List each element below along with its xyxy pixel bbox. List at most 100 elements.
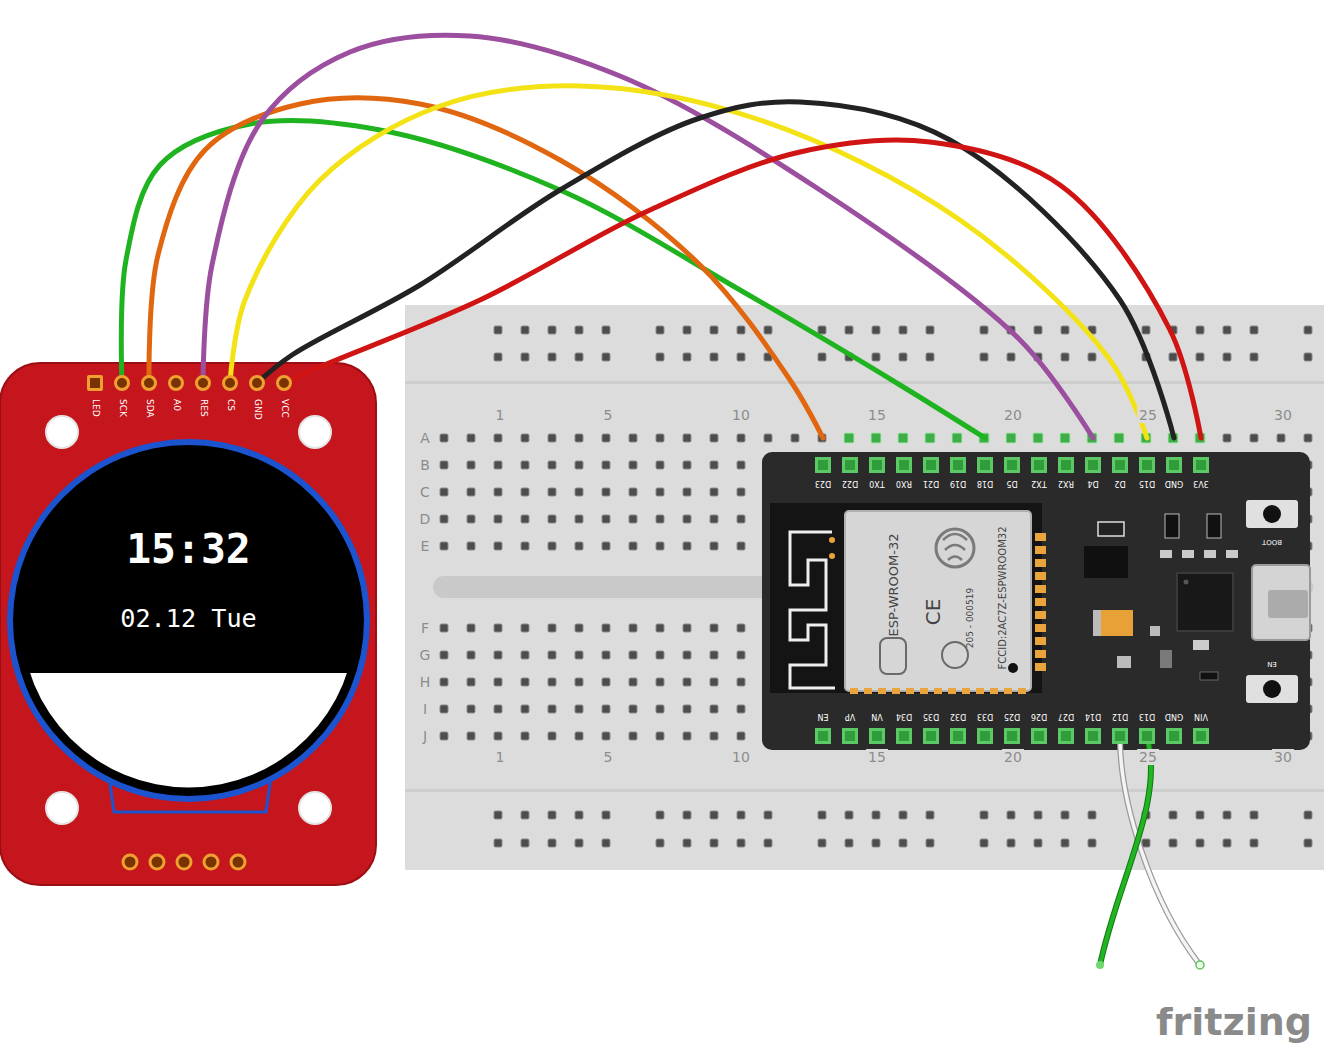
pin-pad (195, 375, 211, 391)
jumper-wire (257, 102, 1174, 438)
usb-chip (1177, 573, 1233, 631)
pin-label: VIN (1188, 712, 1214, 720)
module-pad (906, 688, 914, 694)
breadboard-hole (656, 839, 664, 847)
breadboard-hole (602, 326, 610, 334)
breadboard-hole (683, 732, 691, 740)
breadboard-hole (521, 732, 529, 740)
breadboard-hole (548, 705, 556, 713)
display-pin: A0 (166, 383, 186, 414)
breadboard-hole (656, 705, 664, 713)
breadboard-hole (575, 624, 583, 632)
breadboard-hole (1169, 839, 1177, 847)
breadboard-hole (710, 488, 718, 496)
pin-label: LED (91, 399, 100, 417)
module-pad (1035, 533, 1046, 541)
pin-label: D12 (1107, 712, 1133, 720)
breadboard-hole (899, 326, 907, 334)
capacitor-end (1093, 610, 1101, 636)
breadboard-hole (548, 353, 556, 361)
regulator-tab (1098, 522, 1124, 536)
module-pad (1035, 559, 1046, 567)
esp32-pin: D21 (918, 438, 944, 489)
smd-part (1150, 626, 1160, 636)
header-pin (1085, 728, 1101, 744)
header-pin (1193, 728, 1209, 744)
breadboard-hole (548, 839, 556, 847)
row-letter: C (418, 484, 432, 500)
esp32-pin: TX0 (864, 438, 890, 489)
header-pads (123, 855, 245, 869)
column-number: 30 (1272, 749, 1294, 765)
breadboard-hole (1223, 839, 1231, 847)
breadboard-hole (764, 434, 772, 442)
header-pin (842, 457, 858, 473)
esp32-pin: D23 (810, 438, 836, 489)
breadboard-hole (494, 488, 502, 496)
breadboard-hole (683, 624, 691, 632)
pin-label: D14 (1080, 712, 1106, 720)
header-pin (1004, 457, 1020, 473)
breadboard-hole (1304, 839, 1312, 847)
breadboard-hole (1034, 811, 1042, 819)
usb-opening (1268, 590, 1308, 618)
breadboard-hole (602, 651, 610, 659)
breadboard-hole (521, 705, 529, 713)
module-pad (920, 688, 928, 694)
header-pin (1004, 728, 1020, 744)
column-number: 10 (730, 407, 752, 423)
breadboard-hole (1250, 434, 1258, 442)
breadboard-hole (872, 353, 880, 361)
column-number: 25 (1137, 407, 1159, 423)
breadboard-hole (1223, 353, 1231, 361)
column-number: 5 (602, 407, 615, 423)
logo (936, 529, 974, 567)
breadboard-hole (710, 839, 718, 847)
breadboard (405, 305, 1324, 870)
breadboard-hole (656, 732, 664, 740)
boot-button (1246, 500, 1298, 528)
esp32-board (762, 452, 1310, 750)
breadboard-hole (440, 651, 448, 659)
breadboard-hole (710, 732, 718, 740)
pin-label: D34 (891, 712, 917, 720)
row-letter: D (418, 511, 433, 527)
header-pin (950, 457, 966, 473)
esp32-pin: RX2 (1053, 438, 1079, 489)
breadboard-holes (440, 326, 1312, 847)
breadboard-hole (548, 515, 556, 523)
breadboard-hole (926, 811, 934, 819)
header-pin (1058, 728, 1074, 744)
column-number: 15 (866, 749, 888, 765)
column-number: 20 (1002, 749, 1024, 765)
breadboard-hole (467, 542, 475, 550)
pin-label: D22 (837, 479, 863, 487)
breadboard-hole (575, 705, 583, 713)
smd-part (1160, 650, 1172, 668)
module-shield (845, 511, 1031, 691)
smd-part (1204, 550, 1216, 558)
pin-label: D4 (1080, 479, 1106, 487)
button-label: BOOT (1262, 538, 1282, 545)
jumper-wire (121, 120, 985, 438)
pin-label: VP (837, 712, 863, 720)
breadboard-hole (656, 326, 664, 334)
jumper-wire (203, 35, 1093, 438)
column-number: 25 (1137, 749, 1159, 765)
pin-label: D19 (945, 479, 971, 487)
display-pin: SCK (112, 383, 132, 420)
header-pin (1112, 457, 1128, 473)
header-pin (1166, 728, 1182, 744)
breadboard-hole (548, 542, 556, 550)
breadboard-hole (898, 433, 908, 443)
breadboard-hole (737, 542, 745, 550)
breadboard-hole (494, 326, 502, 334)
module-marking: 205 - 000519 (966, 588, 975, 649)
pin-label: VN (864, 712, 890, 720)
breadboard-hole (683, 678, 691, 686)
column-number: 1 (494, 407, 507, 423)
module-pad (1035, 598, 1046, 606)
breadboard-hole (629, 624, 637, 632)
breadboard-hole (925, 433, 935, 443)
